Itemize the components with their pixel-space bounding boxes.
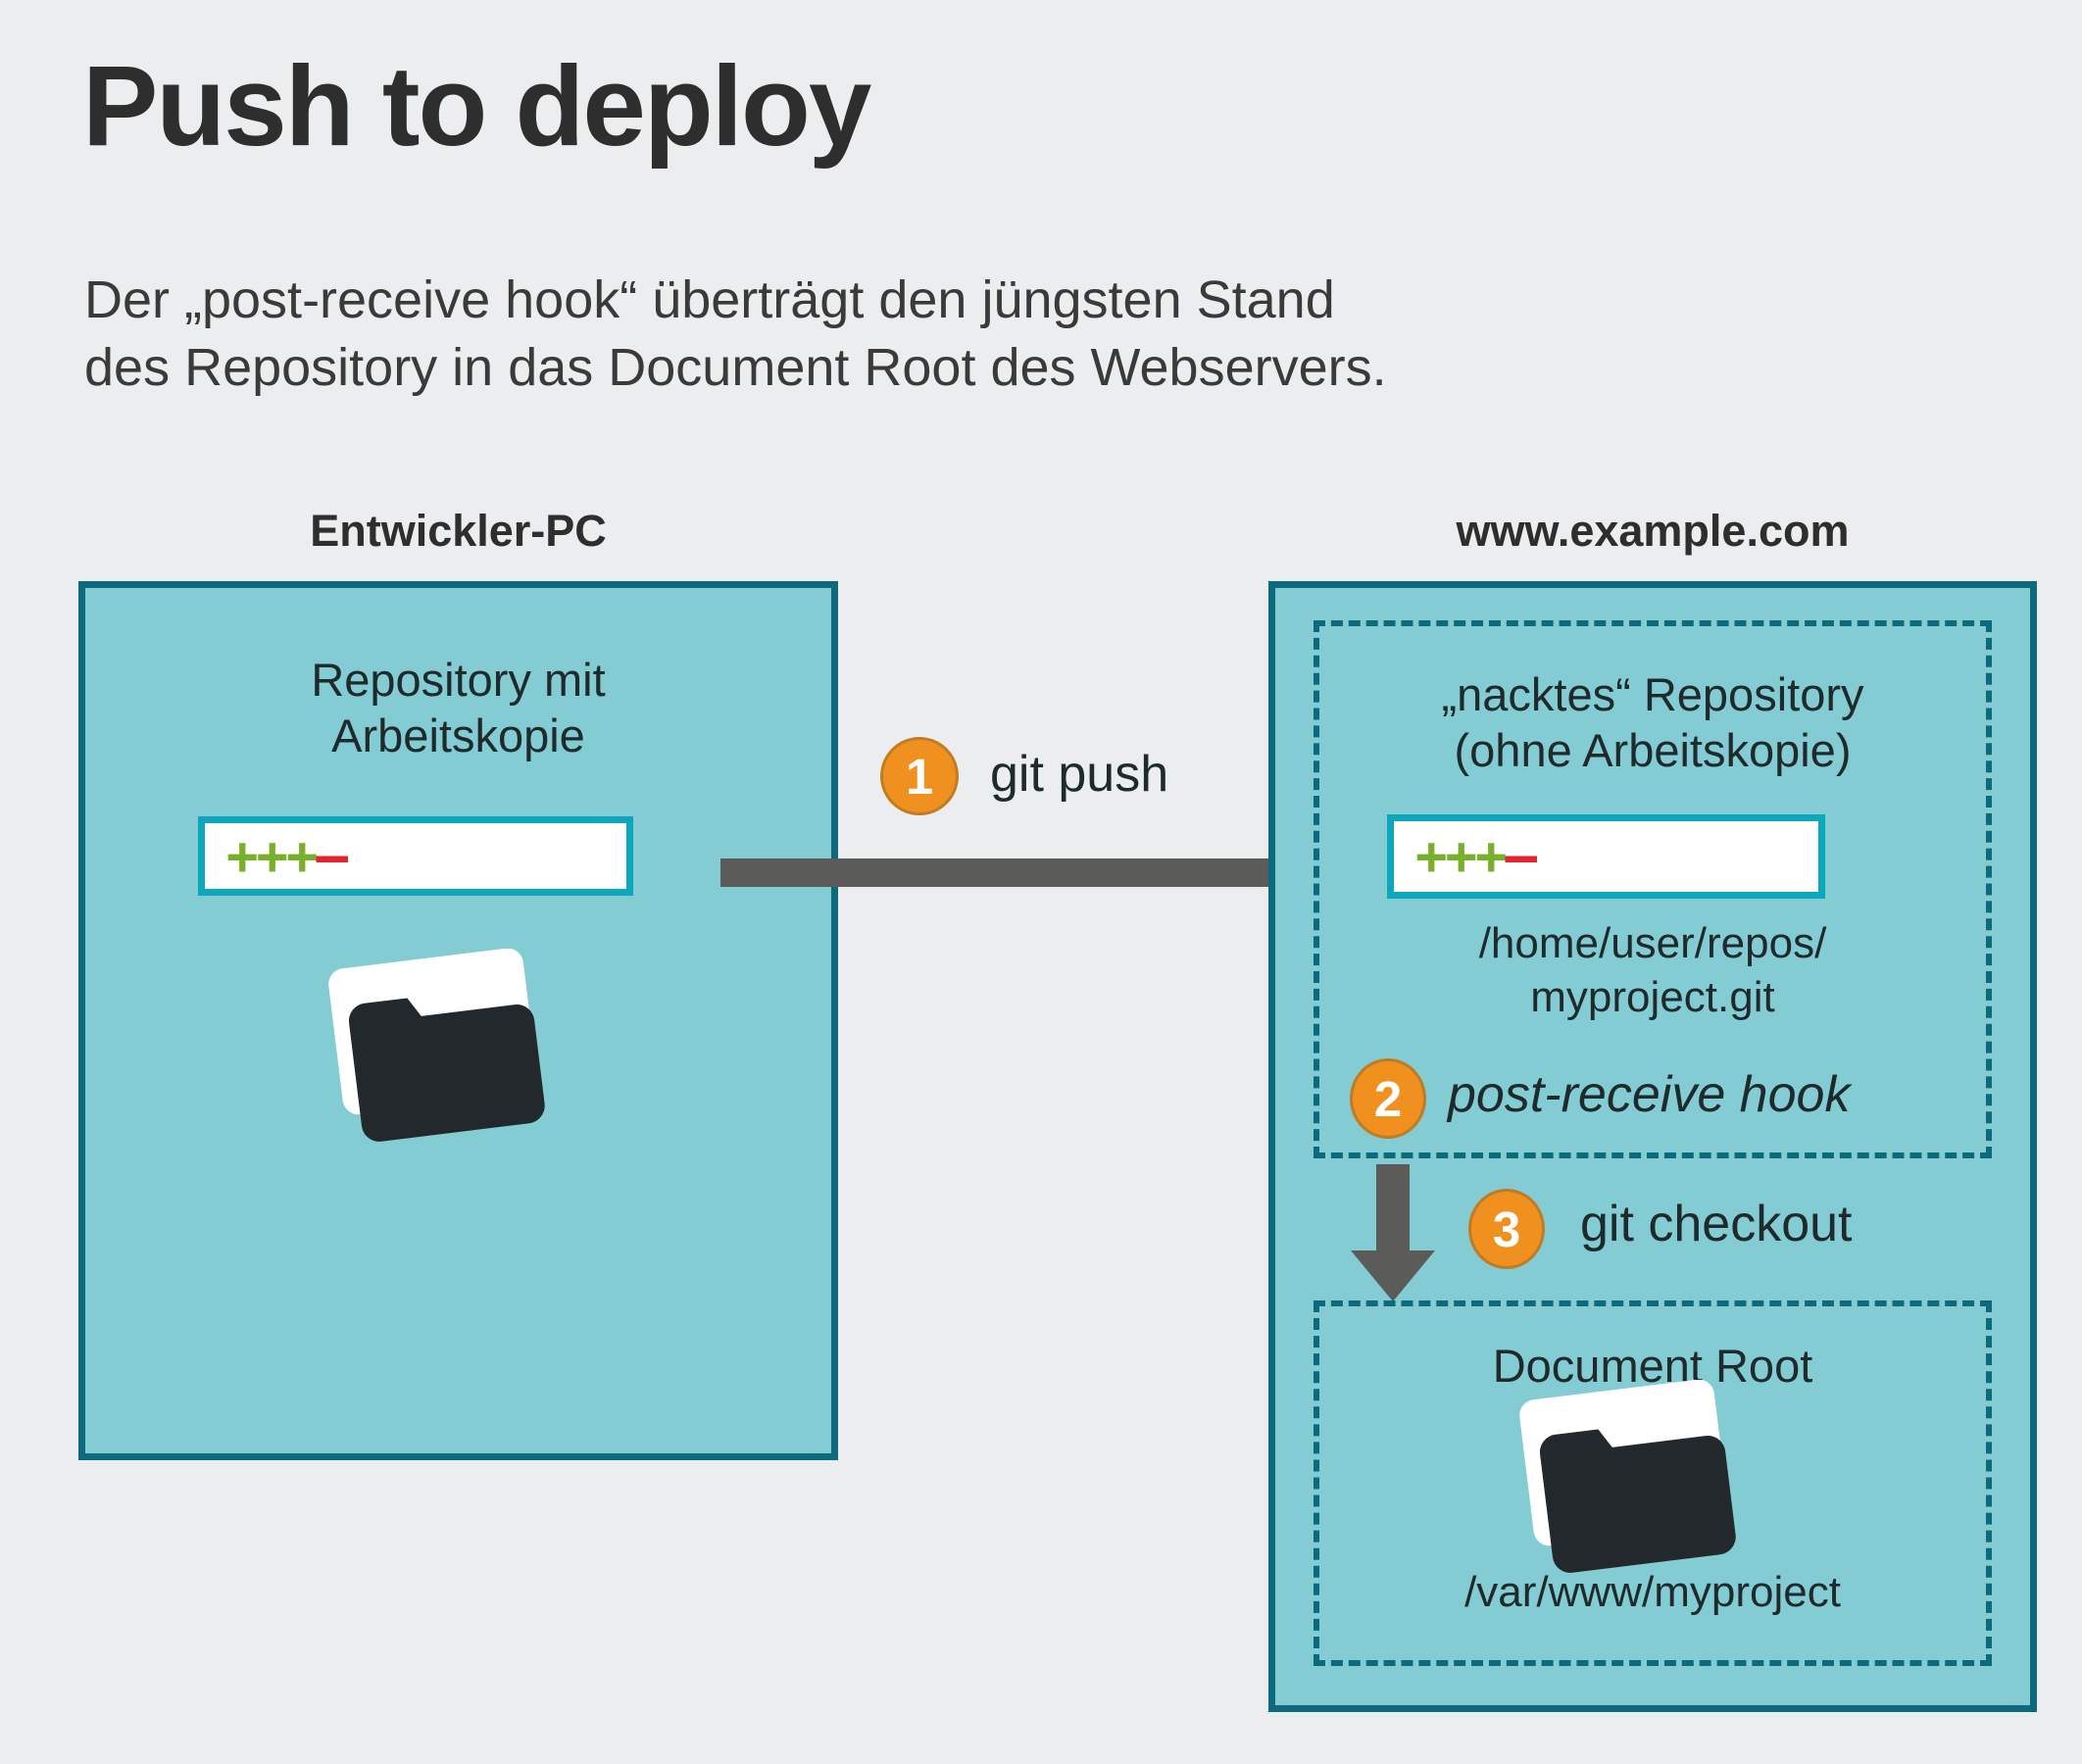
step-label-post-receive-hook: post-receive hook: [1448, 1066, 1851, 1123]
diff-strip-local: +++–: [198, 816, 633, 896]
step-label-git-checkout: git checkout: [1580, 1196, 1853, 1252]
step-badge-1: 1: [880, 737, 959, 815]
diff-marks-local: +++–: [226, 829, 348, 883]
bare-repository-path: /home/user/repos/ myproject.git: [1478, 919, 1827, 1021]
diff-minus-mark: –: [1505, 825, 1537, 887]
folder-icon: [328, 949, 545, 1142]
diff-marks-remote: +++–: [1415, 830, 1537, 883]
folder-icon: [1519, 1380, 1736, 1573]
step-badge-3: 3: [1468, 1189, 1545, 1269]
repository-working-copy-heading: Repository mit Arbeitskopie: [311, 654, 606, 762]
step-label-git-push: git push: [990, 746, 1169, 803]
git-push-arrow: [720, 844, 1353, 901]
diff-minus-mark: –: [316, 824, 348, 887]
document-root-heading: Document Root: [1492, 1340, 1813, 1392]
panel-caption-developer-pc: Entwickler-PC: [310, 506, 607, 556]
panel-caption-web-server: www.example.com: [1456, 506, 1850, 556]
page-subtitle: Der „post-receive hook“ überträgt den jü…: [84, 270, 1387, 398]
diff-plus-marks: +++: [226, 824, 319, 887]
document-root-box: [1314, 1300, 1992, 1666]
document-root-path: /var/www/myproject: [1464, 1568, 1841, 1616]
git-checkout-arrow: [1351, 1164, 1435, 1301]
diff-strip-remote: +++–: [1387, 814, 1825, 899]
bare-repository-box: [1314, 620, 1992, 1158]
bare-repository-heading: „nacktes“ Repository (ohne Arbeitskopie): [1441, 668, 1864, 777]
step-badge-2: 2: [1350, 1058, 1426, 1139]
diff-plus-marks: +++: [1415, 825, 1508, 887]
page-title: Push to deploy: [82, 42, 871, 170]
